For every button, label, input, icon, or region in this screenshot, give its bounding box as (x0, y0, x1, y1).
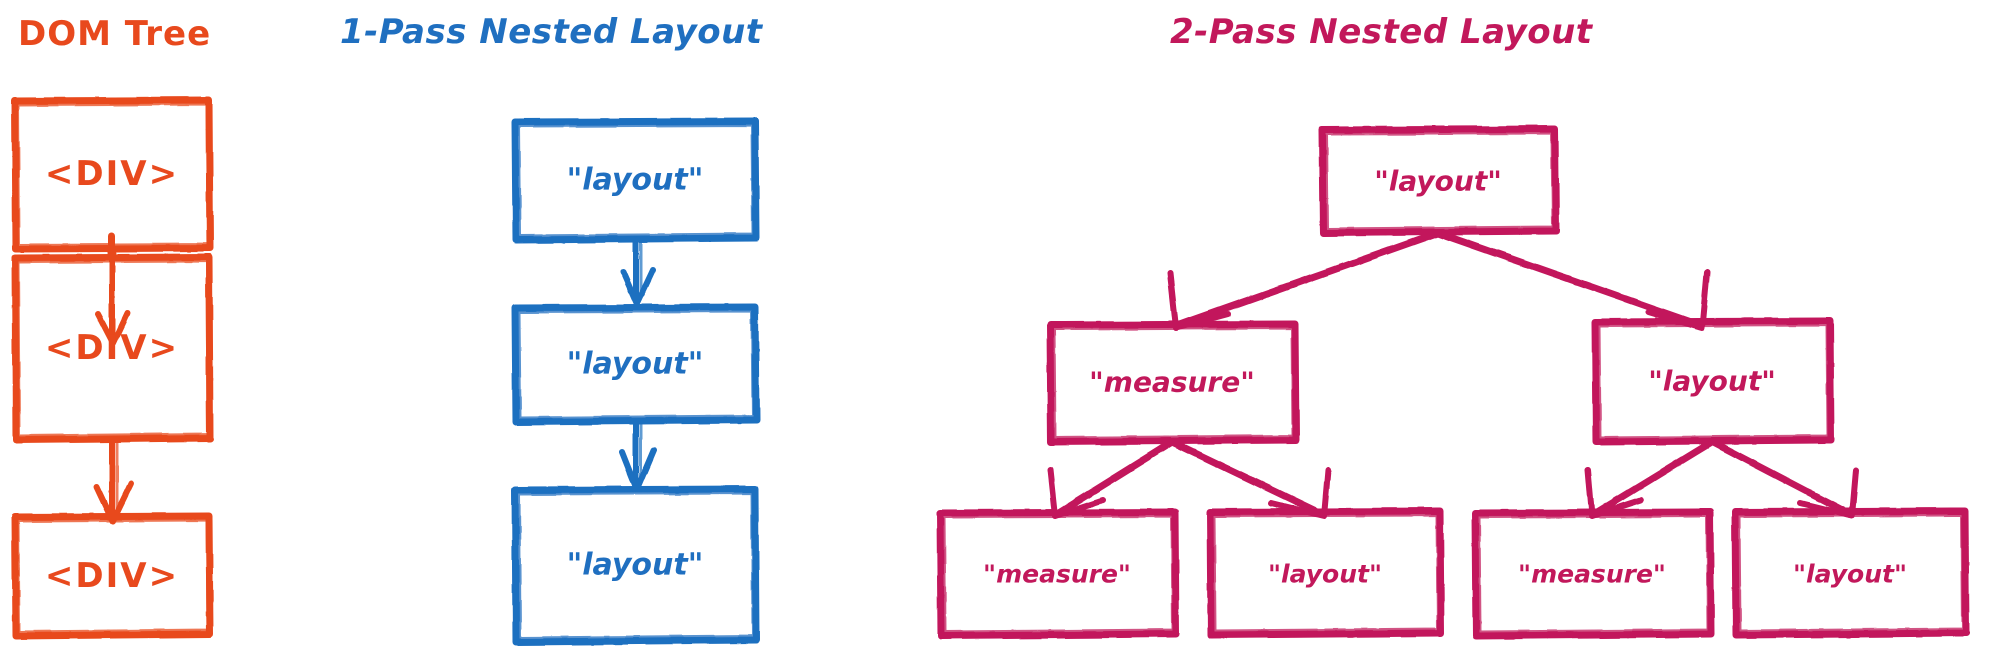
two-pass-node-box-root (1318, 125, 1560, 237)
dom-tree-group (11, 96, 214, 640)
panel-title-two-pass: 2-Pass Nested Layout (1170, 12, 1593, 52)
two-pass-edge-root-left (1167, 229, 1442, 331)
panel-title-one-pass: 1-Pass Nested Layout (340, 12, 763, 52)
two-pass-group (936, 125, 1970, 640)
dom-edge-arrow-2 (94, 437, 134, 524)
dom-node-box-1 (11, 96, 214, 253)
two-pass-edge-mid-right-leaf4 (1708, 438, 1859, 519)
two-pass-edge-mid-left-leaf2 (1168, 438, 1331, 519)
dom-node-box-2 (11, 253, 214, 444)
one-pass-node-box-1 (511, 117, 760, 244)
two-pass-edge-root-right (1434, 229, 1710, 331)
one-pass-edge-arrow-2 (619, 419, 657, 493)
panel-title-dom-tree: DOM Tree (18, 14, 212, 54)
dom-node-box-3 (11, 512, 214, 640)
one-pass-node-box-2 (511, 303, 760, 426)
two-pass-node-box-leaf-1 (936, 508, 1180, 640)
two-pass-edge-mid-right-leaf3 (1585, 438, 1716, 519)
two-pass-node-box-layout-mid (1591, 317, 1835, 446)
two-pass-edge-mid-left-leaf1 (1047, 438, 1176, 519)
two-pass-node-box-leaf-4 (1731, 507, 1970, 639)
one-pass-group (511, 117, 760, 646)
two-pass-node-box-leaf-3 (1471, 508, 1715, 640)
two-pass-node-box-leaf-2 (1206, 507, 1445, 639)
one-pass-edge-arrow-1 (620, 237, 656, 307)
one-pass-node-box-3 (511, 485, 760, 646)
two-pass-node-box-measure-mid (1046, 320, 1300, 446)
